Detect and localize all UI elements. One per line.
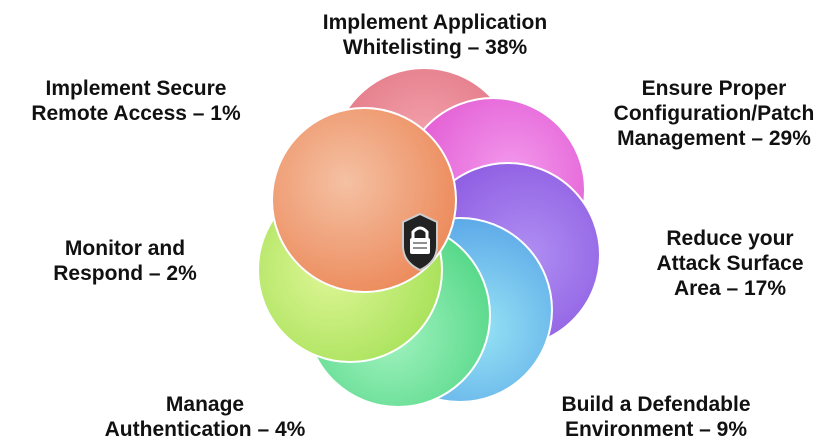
- label-whitelisting-line-1: Implement Application: [322, 11, 548, 34]
- label-monitor: Monitor and Respond – 2%: [20, 236, 230, 286]
- label-attack-surface-line-1: Reduce your: [666, 227, 794, 250]
- label-authentication-line-1: Manage: [165, 393, 245, 416]
- label-attack-surface-line-2: Attack Surface: [656, 252, 804, 275]
- label-attack-surface-line-3: Area – 17%: [673, 277, 787, 300]
- label-authentication: Manage Authentication – 4%: [74, 392, 336, 442]
- label-configuration: Ensure Proper Configuration/Patch Manage…: [596, 76, 832, 151]
- label-defendable-line-2: Environment – 9%: [564, 418, 748, 441]
- label-configuration-line-3: Management – 29%: [617, 127, 811, 150]
- label-monitor-line-2: Respond – 2%: [53, 262, 197, 285]
- label-configuration-line-2: Configuration/Patch: [613, 102, 815, 125]
- label-whitelisting: Implement Application Whitelisting – 38%: [300, 10, 570, 60]
- padlock-shield-icon: [402, 212, 438, 272]
- label-configuration-line-1: Ensure Proper: [641, 77, 787, 100]
- label-remote-access-line-1: Implement Secure: [45, 77, 227, 100]
- label-authentication-line-2: Authentication – 4%: [104, 418, 306, 441]
- label-remote-access: Implement Secure Remote Access – 1%: [12, 76, 260, 126]
- label-remote-access-line-2: Remote Access – 1%: [31, 102, 241, 125]
- label-monitor-line-1: Monitor and: [64, 237, 186, 260]
- label-whitelisting-line-2: Whitelisting – 38%: [342, 36, 528, 59]
- label-attack-surface: Reduce your Attack Surface Area – 17%: [640, 226, 820, 301]
- label-defendable-line-1: Build a Defendable: [561, 393, 751, 416]
- label-defendable: Build a Defendable Environment – 9%: [528, 392, 784, 442]
